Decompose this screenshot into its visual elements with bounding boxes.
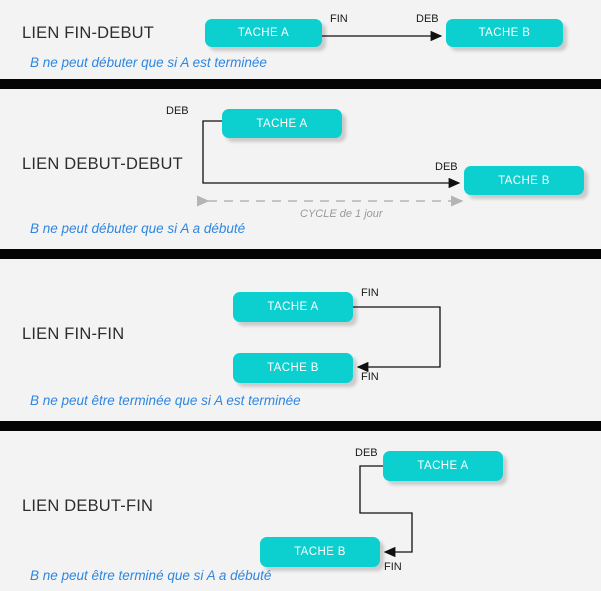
task-box-b-label: TACHE B (267, 362, 319, 374)
section-caption-fin-fin: B ne peut être terminée que si A est ter… (30, 393, 301, 408)
section-debut-debut: LIEN DEBUT-DEBUT B ne peut débuter que s… (0, 89, 601, 249)
task-box-b-label: TACHE B (498, 174, 550, 187)
section-caption-fin-debut: B ne peut débuter que si A est terminée (30, 55, 267, 70)
cycle-duration-label: CYCLE de 1 jour (300, 208, 383, 220)
edge-label-source-deb: DEB (355, 447, 378, 459)
edge-label-target-deb: DEB (435, 161, 458, 173)
section-caption-debut-debut: B ne peut débuter que si A a débuté (30, 221, 246, 236)
task-box-b-debut-fin[interactable]: TACHE B (260, 537, 380, 567)
task-box-b-fin-fin[interactable]: TACHE B (233, 353, 353, 383)
task-box-a-fin-fin[interactable]: TACHE A (233, 292, 353, 322)
section-title-debut-debut: LIEN DEBUT-DEBUT (22, 155, 183, 173)
task-box-a-label: TACHE A (256, 117, 308, 130)
edge-label-target-fin: FIN (384, 561, 402, 573)
task-box-a-label: TACHE A (237, 27, 290, 39)
task-box-a-fin-debut[interactable]: TACHE A (205, 19, 322, 47)
separator-bar-3 (0, 421, 601, 431)
task-box-a-debut-debut[interactable]: TACHE A (222, 109, 342, 138)
separator-bar-1 (0, 79, 601, 89)
section-title-debut-fin: LIEN DEBUT-FIN (22, 497, 154, 515)
edge-label-source-fin: FIN (361, 287, 379, 299)
edge-label-target-fin: FIN (361, 371, 379, 383)
edge-label-source-deb: DEB (166, 105, 189, 117)
section-debut-fin: LIEN DEBUT-FIN B ne peut être terminé qu… (0, 431, 601, 591)
task-box-b-label: TACHE B (478, 27, 531, 39)
task-box-a-label: TACHE A (267, 301, 319, 313)
section-caption-debut-fin: B ne peut être terminé que si A a débuté (30, 568, 272, 583)
section-title-fin-debut: LIEN FIN-DEBUT (22, 24, 155, 42)
task-box-a-debut-fin[interactable]: TACHE A (383, 451, 503, 481)
task-box-b-debut-debut[interactable]: TACHE B (464, 166, 584, 195)
section-title-fin-fin: LIEN FIN-FIN (22, 325, 125, 343)
section-fin-debut: LIEN FIN-DEBUT B ne peut débuter que si … (0, 0, 601, 79)
separator-bar-2 (0, 249, 601, 259)
task-box-a-label: TACHE A (417, 460, 469, 472)
task-box-b-label: TACHE B (294, 546, 346, 558)
edge-label-target-deb: DEB (416, 13, 439, 25)
task-box-b-fin-debut[interactable]: TACHE B (446, 19, 563, 47)
section-fin-fin: LIEN FIN-FIN B ne peut être terminée que… (0, 259, 601, 421)
edge-label-source-fin: FIN (330, 13, 348, 25)
